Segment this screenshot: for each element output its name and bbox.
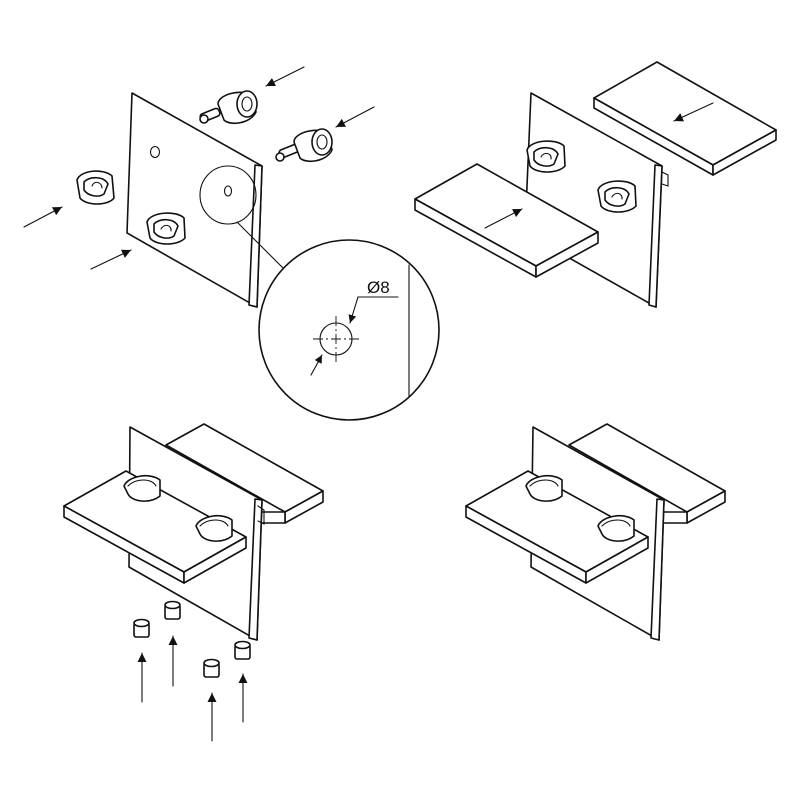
step-3-front-shelf	[63, 470, 247, 584]
step-3-panel-hardware	[257, 505, 265, 525]
arrow-back-shelf	[673, 102, 714, 122]
step-2-cam-lock-top	[526, 140, 566, 173]
arrow-cam-left	[23, 206, 63, 228]
detail-leader-line	[236, 221, 286, 271]
step-3-cam-housing-right	[195, 514, 233, 542]
cam-lock-left	[76, 170, 115, 205]
dimension-label: Ø8	[367, 278, 390, 297]
step-3-insert-dowels	[63, 423, 324, 742]
step-4-completed-assembly	[465, 423, 726, 641]
step-3-cam-housing-left	[123, 474, 161, 502]
step-4-cam-housing-right	[597, 514, 635, 542]
step-1-insert-connectors	[23, 66, 375, 308]
arrow-connector-right	[335, 106, 375, 128]
step-1-panel	[126, 92, 263, 308]
cam-lock-panel	[146, 212, 186, 245]
step-4-front-shelf	[465, 470, 649, 584]
step-2-cam-lock-right	[597, 180, 637, 213]
dowel-4	[234, 640, 251, 660]
step-2-back-shelf	[593, 61, 777, 176]
cam-connector-top	[199, 90, 258, 125]
arrow-front-shelf	[484, 208, 523, 229]
step-2-panel-hardware	[661, 171, 669, 187]
panel-hole	[149, 145, 161, 159]
step-3-back-shelf	[165, 423, 324, 524]
step-4-back-shelf	[568, 423, 726, 524]
dowel-1	[133, 618, 150, 638]
detail-source-circle	[199, 165, 257, 225]
dimension-arrow-bottom	[310, 354, 323, 376]
cam-connector-right	[275, 128, 333, 163]
detail-source-hole	[223, 185, 233, 197]
dowel-2	[164, 600, 181, 620]
arrow-cam-panel	[90, 249, 132, 270]
dimension-arrow-top	[348, 296, 359, 324]
step-2-attach-shelves	[414, 61, 777, 308]
arrow-connector-top	[265, 66, 305, 87]
dowel-3	[203, 658, 220, 678]
step-4-cam-housing-left	[525, 474, 563, 502]
detail-callout: Ø8	[258, 239, 440, 421]
step-2-front-shelf	[414, 163, 599, 278]
